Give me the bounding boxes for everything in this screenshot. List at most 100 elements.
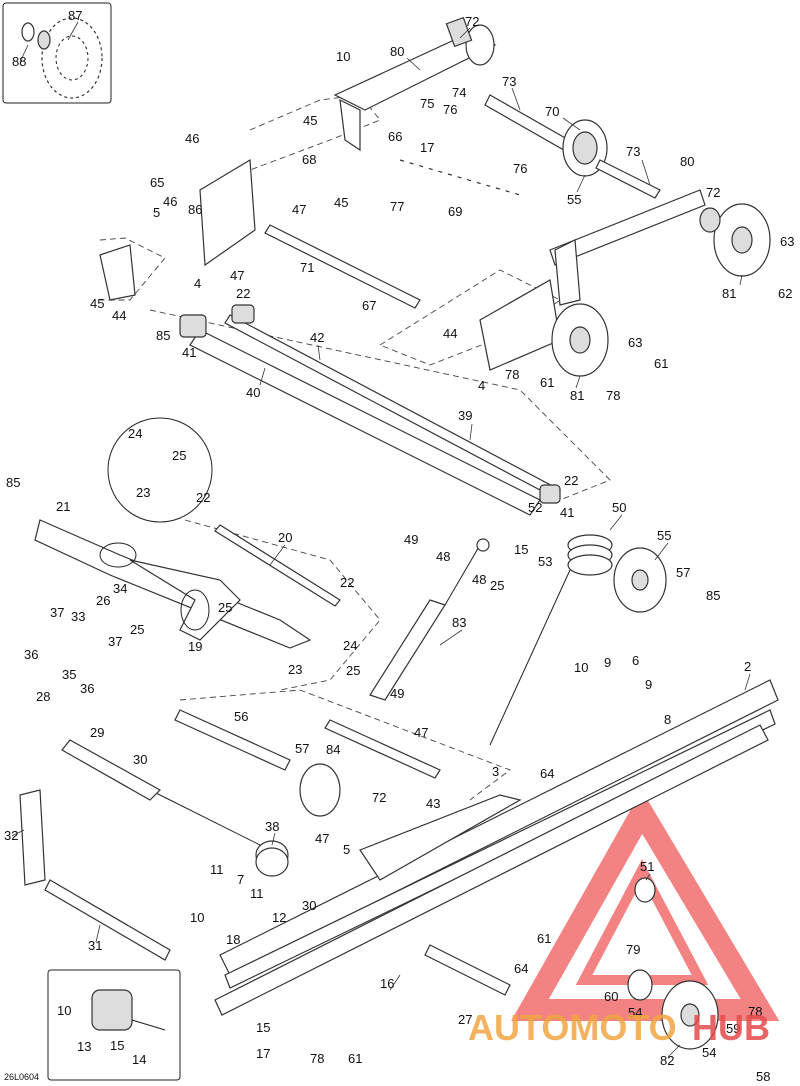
- callout-7: 7: [237, 872, 244, 887]
- callout-26: 26: [96, 593, 110, 608]
- callout-84: 84: [326, 742, 340, 757]
- callout-61: 61: [654, 356, 668, 371]
- callout-85: 85: [6, 475, 20, 490]
- callout-16: 16: [380, 976, 394, 991]
- frame-dash-upper-2: [99, 237, 166, 301]
- front-arm: [34, 519, 312, 649]
- frame-dash-mid: [149, 309, 611, 501]
- slide-rails: [214, 679, 779, 1016]
- callout-36: 36: [80, 681, 94, 696]
- callout-6: 6: [632, 653, 639, 668]
- callout-55: 55: [657, 528, 671, 543]
- callout-45: 45: [334, 195, 348, 210]
- callout-18: 18: [226, 932, 240, 947]
- callout-39: 39: [458, 408, 472, 423]
- callout-64: 64: [540, 766, 554, 781]
- callout-76: 76: [513, 161, 527, 176]
- callout-83: 83: [452, 615, 466, 630]
- callout-47: 47: [315, 831, 329, 846]
- callout-30: 30: [133, 752, 147, 767]
- callout-10: 10: [190, 910, 204, 925]
- callout-55: 55: [567, 192, 581, 207]
- callout-77: 77: [390, 199, 404, 214]
- callout-73: 73: [626, 144, 640, 159]
- callout-13: 13: [77, 1039, 91, 1054]
- callout-50: 50: [612, 500, 626, 515]
- callout-25: 25: [218, 600, 232, 615]
- detail-circle: [107, 417, 213, 523]
- callout-29: 29: [90, 725, 104, 740]
- callout-33: 33: [71, 609, 85, 624]
- callout-15: 15: [110, 1038, 124, 1053]
- callout-46: 46: [185, 131, 199, 146]
- callout-70: 70: [545, 104, 559, 119]
- callout-24: 24: [128, 426, 142, 441]
- watermark-text-b: HUB: [692, 1007, 770, 1048]
- callout-58: 58: [756, 1069, 770, 1084]
- callout-59: 59: [726, 1021, 740, 1036]
- callout-36: 36: [24, 647, 38, 662]
- callout-11: 11: [250, 886, 264, 901]
- callout-25: 25: [172, 448, 186, 463]
- callout-67: 67: [362, 298, 376, 313]
- callout-81: 81: [722, 286, 736, 301]
- callout-87: 87: [68, 8, 82, 23]
- callout-78: 78: [310, 1051, 324, 1066]
- callout-3: 3: [492, 764, 499, 779]
- callout-25: 25: [346, 663, 360, 678]
- callout-42: 42: [310, 330, 324, 345]
- callout-54: 54: [628, 1005, 642, 1020]
- callout-9: 9: [645, 677, 652, 692]
- shock-absorber: [369, 538, 490, 701]
- callout-61: 61: [540, 375, 554, 390]
- callout-32: 32: [4, 828, 18, 843]
- callout-85: 85: [706, 588, 720, 603]
- callout-4: 4: [194, 276, 201, 291]
- callout-10: 10: [57, 1003, 71, 1018]
- callout-48: 48: [472, 572, 486, 587]
- callout-72: 72: [706, 185, 720, 200]
- callout-47: 47: [292, 202, 306, 217]
- callout-22: 22: [340, 575, 354, 590]
- callout-30: 30: [302, 898, 316, 913]
- callout-74: 74: [452, 85, 466, 100]
- callout-75: 75: [420, 96, 434, 111]
- callout-66: 66: [388, 129, 402, 144]
- callout-78: 78: [505, 367, 519, 382]
- callout-2: 2: [744, 659, 751, 674]
- callout-68: 68: [302, 152, 316, 167]
- left-bracket: [99, 158, 256, 301]
- callout-25: 25: [130, 622, 144, 637]
- callout-25: 25: [490, 578, 504, 593]
- callout-44: 44: [112, 308, 126, 323]
- callout-52: 52: [528, 500, 542, 515]
- callout-71: 71: [300, 260, 314, 275]
- watermark-text-a: AUTOMOTO: [468, 1007, 677, 1048]
- callout-78: 78: [606, 388, 620, 403]
- callout-5: 5: [343, 842, 350, 857]
- leader-lines: [11, 21, 751, 1058]
- callout-17: 17: [256, 1046, 270, 1061]
- callout-72: 72: [465, 14, 479, 29]
- callout-85: 85: [156, 328, 170, 343]
- callout-72: 72: [372, 790, 386, 805]
- callout-22: 22: [196, 490, 210, 505]
- callout-80: 80: [680, 154, 694, 169]
- callout-64: 64: [514, 961, 528, 976]
- callout-28: 28: [36, 689, 50, 704]
- inset-bracket-box: [47, 969, 181, 1081]
- callout-41: 41: [560, 505, 574, 520]
- callout-38: 38: [265, 819, 279, 834]
- springs: [149, 534, 667, 877]
- callout-65: 65: [150, 175, 164, 190]
- callout-63: 63: [628, 335, 642, 350]
- shafts: [179, 224, 561, 607]
- callout-14: 14: [132, 1052, 146, 1067]
- callout-51: 51: [640, 859, 654, 874]
- callout-47: 47: [230, 268, 244, 283]
- callout-43: 43: [426, 796, 440, 811]
- frame-dash-bottom: [179, 689, 511, 801]
- diagram-code: 26L0604: [4, 1072, 39, 1082]
- callout-57: 57: [676, 565, 690, 580]
- callout-17: 17: [420, 140, 434, 155]
